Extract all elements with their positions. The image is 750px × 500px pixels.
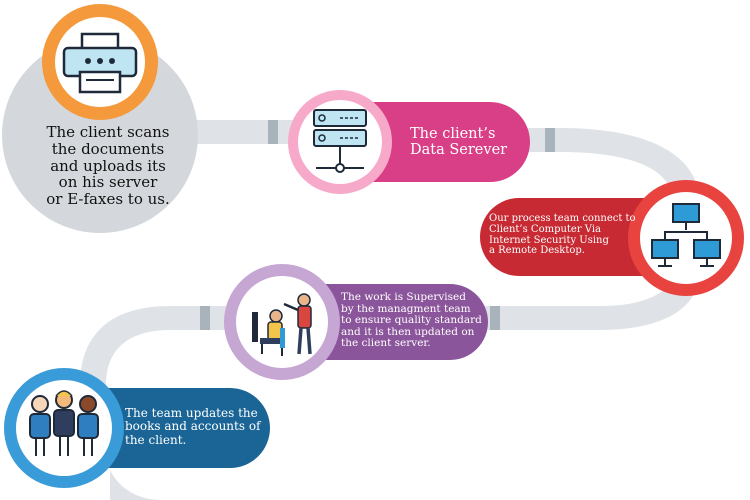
network-icon <box>651 203 721 267</box>
printer-icon <box>62 32 138 94</box>
text-line: on his server <box>58 173 158 192</box>
text-line: The client’s <box>410 126 496 142</box>
text-line: books and accounts of <box>125 419 261 434</box>
text-line: and uploads its <box>50 156 166 175</box>
text-line: the documents <box>51 139 165 158</box>
text-line: Data Serever <box>410 142 508 159</box>
step-server <box>288 90 530 194</box>
text-line: Client’s Computer Via <box>489 223 602 235</box>
text-line: the client. <box>125 432 187 447</box>
text-line: a Remote Desktop. <box>489 245 585 257</box>
text-line: Our process team connect to <box>489 213 636 224</box>
step-scan <box>2 4 198 233</box>
server-icon <box>313 109 367 173</box>
step-connect <box>480 180 744 296</box>
text-line: and it is then updated on <box>341 325 475 338</box>
text-line: the client server. <box>341 337 431 350</box>
step-supervise <box>224 264 488 380</box>
text-line: The client scans <box>46 123 170 141</box>
text-line: to ensure quality standard <box>341 314 482 327</box>
step-update <box>4 368 270 488</box>
text-line: by the managment team <box>341 302 471 315</box>
team-icon <box>29 390 99 456</box>
text-line: or E-faxes to us. <box>46 190 170 209</box>
text-line: Internet Security Using <box>489 234 609 246</box>
text-line: The team updates the <box>125 406 258 420</box>
supervisor-icon <box>252 293 312 356</box>
text-line: The work is Supervised <box>341 291 466 303</box>
